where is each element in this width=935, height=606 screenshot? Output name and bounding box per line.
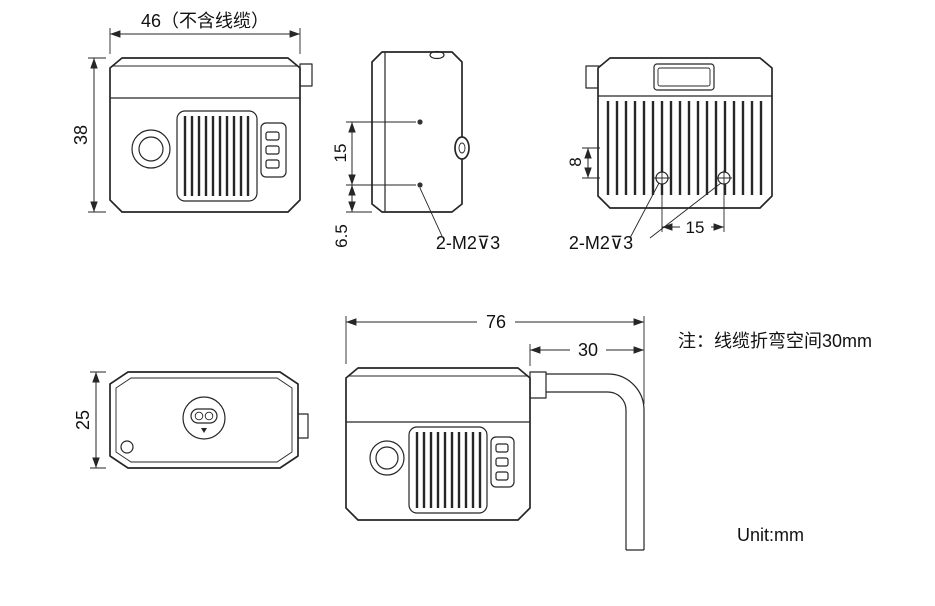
top-screw-hole bbox=[429, 50, 445, 60]
top-body-inner-outline bbox=[115, 377, 293, 463]
cable-view-grille-lines bbox=[415, 432, 482, 508]
side-lens-bump-inner bbox=[458, 142, 466, 154]
back-label-window-inner bbox=[657, 67, 711, 87]
back-thread-leaders bbox=[629, 182, 722, 239]
unit-label: Unit:mm bbox=[737, 525, 804, 545]
cable-view-grille-panel bbox=[408, 426, 488, 514]
cable-view-lens-outer bbox=[369, 440, 405, 476]
back-hole-height-label: 8 bbox=[566, 157, 585, 166]
top-connector-pin-left bbox=[194, 411, 204, 421]
top-body-outline bbox=[109, 371, 299, 469]
back-view: 8 15 2-M2⊽3 bbox=[566, 57, 773, 253]
front-height-label: 38 bbox=[71, 125, 91, 145]
top-view-tab bbox=[297, 413, 309, 439]
top-screw-boss bbox=[182, 396, 226, 440]
cable-connector-stub bbox=[529, 371, 547, 399]
screw-hole-crosshairs bbox=[654, 170, 732, 186]
top-connector-slot bbox=[190, 408, 218, 424]
side-body-outline bbox=[371, 51, 463, 213]
side-hole-spacing-label: 15 bbox=[331, 144, 350, 163]
cable-view-lens-inner bbox=[375, 446, 399, 470]
back-body-outline bbox=[597, 57, 773, 209]
indicator-panel bbox=[260, 122, 287, 178]
cable-bend-label: 30 bbox=[578, 340, 598, 360]
grille-panel bbox=[176, 110, 258, 202]
top-orientation-arrow bbox=[201, 428, 207, 433]
top-view: 25 bbox=[73, 371, 309, 469]
indicator-led bbox=[265, 131, 280, 141]
cable-inner-edge bbox=[546, 391, 627, 550]
front-view: 46（不含线缆） 38 bbox=[71, 11, 313, 213]
back-label-window bbox=[653, 63, 715, 91]
back-thread-label: 2-M2⊽3 bbox=[569, 233, 633, 253]
side-thread-label: 2-M2⊽3 bbox=[436, 233, 500, 253]
front-width-label: 46（不含线缆） bbox=[141, 11, 269, 31]
side-view: 15 6.5 2-M2⊽3 bbox=[331, 50, 500, 253]
indicator-led bbox=[265, 159, 280, 169]
side-extension-lines bbox=[346, 121, 416, 213]
side-screw-hole-top bbox=[417, 119, 423, 125]
back-hole-spacing-label: 15 bbox=[686, 218, 705, 237]
side-lens-bump bbox=[454, 136, 470, 160]
top-corner-hole bbox=[120, 440, 134, 454]
cable-bend-label-bg bbox=[570, 341, 606, 359]
back-spacing-label-bg bbox=[680, 218, 711, 236]
indicator-led bbox=[265, 145, 280, 155]
cable-bend-note: 注：线缆折弯空间30mm bbox=[678, 331, 872, 351]
cable-side-view: 76 30 bbox=[345, 312, 645, 551]
side-screw-hole-bottom bbox=[417, 182, 423, 188]
back-tab bbox=[585, 65, 600, 89]
back-vent-lines bbox=[606, 101, 763, 195]
side-tab bbox=[299, 63, 313, 87]
cable-outer-edge bbox=[546, 373, 645, 550]
lens-inner bbox=[138, 136, 164, 162]
cable-view-indicator-panel bbox=[490, 436, 515, 488]
front-width-extension-lines bbox=[109, 28, 301, 54]
cable-view-led bbox=[495, 457, 509, 467]
top-depth-label: 25 bbox=[73, 410, 93, 430]
side-thread-leader bbox=[419, 187, 443, 237]
cable-view-led bbox=[495, 443, 509, 453]
cable-total-label-bg bbox=[477, 313, 515, 331]
lens-outer bbox=[131, 129, 171, 169]
cable-view-led bbox=[495, 471, 509, 481]
top-connector-pin-right bbox=[204, 411, 214, 421]
grille-lines bbox=[183, 116, 250, 196]
side-hole-offset-label: 6.5 bbox=[332, 224, 351, 248]
cable-total-label: 76 bbox=[486, 312, 506, 332]
